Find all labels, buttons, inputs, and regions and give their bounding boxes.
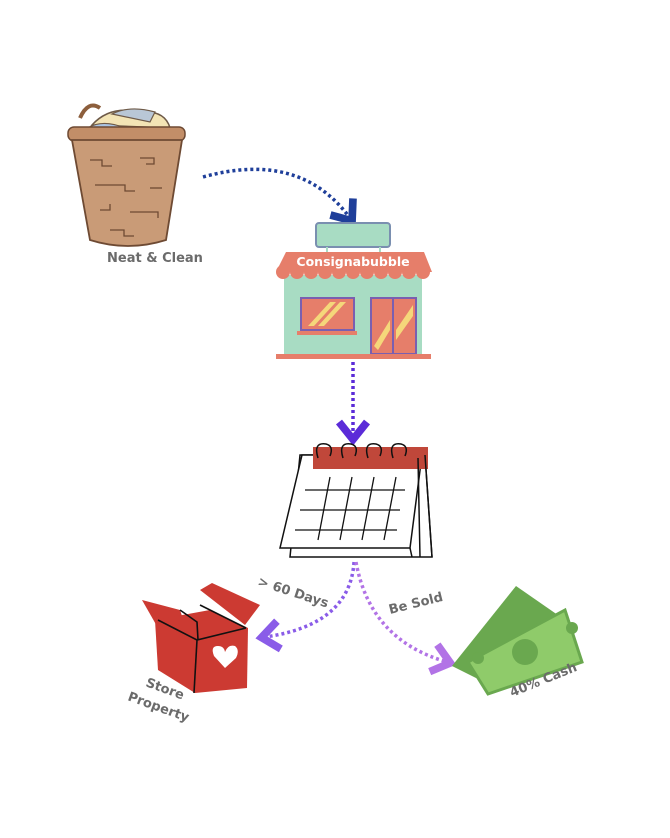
arrow-basket-to-store <box>202 167 357 226</box>
heart-box-icon <box>142 583 260 694</box>
calendar-icon <box>279 443 433 558</box>
sold-label: Be Sold <box>387 590 444 618</box>
laundry-basket-icon <box>67 103 186 247</box>
cash-icon <box>452 586 584 696</box>
store-sign-text: Consignabubble <box>296 254 409 269</box>
store-icon <box>276 222 432 359</box>
days-label: > 60 Days <box>256 575 331 612</box>
arrow-to-store-property <box>255 561 356 653</box>
basket-label: Neat & Clean <box>107 251 203 266</box>
